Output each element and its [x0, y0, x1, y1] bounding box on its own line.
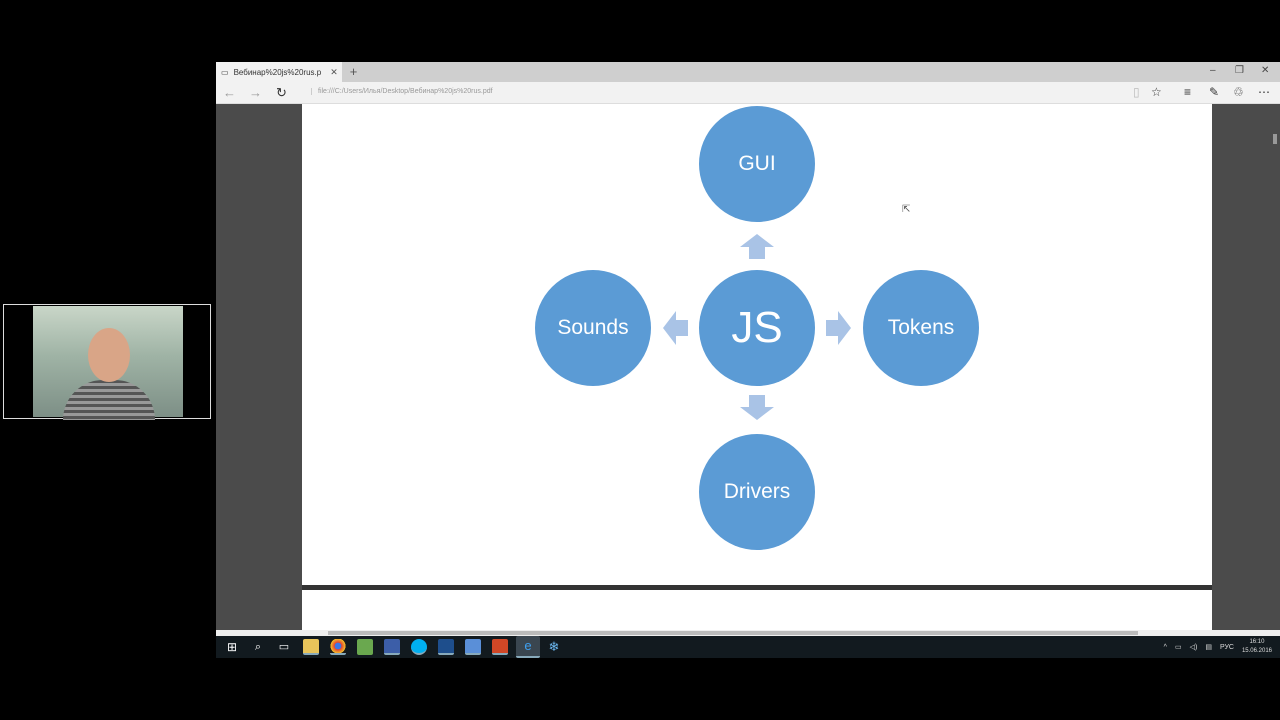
skype-icon[interactable] — [411, 639, 427, 655]
clock-time: 16:10 — [1249, 639, 1265, 645]
diagram-node-gui: GUI — [699, 106, 815, 222]
back-icon[interactable]: ← — [223, 85, 236, 100]
browser-window: ▭ Вебинар%20js%20rus.p ✕ + – ❐ ✕ ← → ↻ f… — [216, 62, 1280, 636]
forward-icon[interactable]: → — [249, 85, 262, 100]
diagram-node-js: JS — [699, 270, 815, 386]
diagram-node-drivers: Drivers — [699, 434, 815, 550]
photoshop-icon[interactable] — [438, 639, 454, 655]
hub-icon[interactable]: ≡ — [1184, 85, 1192, 99]
address-bar: ← → ↻ file:///C:/Users/Илья/Desktop/Веби… — [216, 82, 1280, 104]
start-windows-icon[interactable]: ⊞ — [226, 640, 238, 654]
network-icon[interactable]: ▭ — [1174, 644, 1182, 651]
file-explorer-icon[interactable] — [303, 639, 319, 655]
diagram-node-tokens: Tokens — [863, 270, 979, 386]
tab-strip: ▭ Вебинар%20js%20rus.p ✕ + — [216, 62, 357, 82]
clock-date: 15.06.2016 — [1241, 648, 1272, 654]
web-note-icon[interactable]: ✎ — [1209, 85, 1220, 99]
save-app-icon[interactable] — [384, 639, 400, 655]
new-tab-button[interactable]: + — [349, 64, 358, 79]
search-icon[interactable]: ⌕ — [254, 641, 262, 653]
language-indicator[interactable]: РУС — [1219, 643, 1234, 651]
tab-title: Вебинар%20js%20rus.p — [233, 67, 322, 77]
notepad-plus-icon[interactable] — [357, 639, 373, 655]
chrome-icon[interactable] — [330, 639, 346, 655]
pdf-page: GUI JS Sounds Tokens Drivers ⇱ — [302, 104, 1212, 585]
arrow-up — [740, 234, 774, 259]
mouse-cursor-icon: ⇱ — [902, 204, 911, 215]
show-hidden-icons[interactable]: ^ — [1163, 643, 1167, 651]
app-icon[interactable] — [465, 639, 481, 655]
reading-view-icon[interactable]: ▯ — [1133, 85, 1140, 99]
more-icon[interactable]: ⋯ — [1258, 85, 1270, 99]
arrow-down — [740, 395, 774, 420]
taskbar: ⊞ ⌕ ▭ e ❄ ^ ▭ ◁) ▤ РУС 16:10 15.06.2016 — [216, 636, 1280, 658]
minimize-button[interactable]: – — [1210, 65, 1216, 76]
vertical-scrollbar[interactable] — [1270, 104, 1280, 630]
powerpoint-icon[interactable] — [492, 639, 508, 655]
task-view-icon[interactable]: ▭ — [278, 641, 290, 653]
tab-bar: ▭ Вебинар%20js%20rus.p ✕ + – ❐ ✕ — [216, 62, 1280, 82]
refresh-icon[interactable]: ↻ — [276, 85, 287, 100]
tab-pdf[interactable]: ▭ Вебинар%20js%20rus.p ✕ — [216, 62, 342, 82]
arrow-right — [826, 311, 851, 345]
horizontal-scrollbar[interactable] — [216, 630, 1280, 636]
close-window-button[interactable]: ✕ — [1261, 65, 1270, 76]
system-tray: ^ ▭ ◁) ▤ РУС 16:10 15.06.2016 — [1164, 637, 1272, 657]
restore-button[interactable]: ❐ — [1235, 65, 1244, 76]
diagram-node-sounds: Sounds — [535, 270, 651, 386]
pdf-page-next — [302, 590, 1212, 630]
close-tab-icon[interactable]: ✕ — [330, 66, 338, 77]
webcam-video — [33, 306, 183, 420]
diagram-arrows — [663, 234, 851, 420]
page-separator — [302, 585, 1212, 590]
share-icon[interactable]: ♲ — [1233, 85, 1244, 99]
edge-icon[interactable]: e — [516, 636, 540, 658]
notifications-icon[interactable]: ▤ — [1205, 644, 1212, 651]
webcam-overlay — [3, 304, 211, 420]
clock[interactable]: 16:10 15.06.2016 — [1242, 638, 1272, 656]
volume-icon[interactable]: ◁) — [1189, 644, 1198, 651]
snowflake-app-icon[interactable]: ❄ — [548, 639, 560, 654]
arrow-left — [663, 311, 688, 345]
page-icon: ▭ — [221, 67, 229, 77]
favorite-star-icon[interactable]: ☆ — [1151, 85, 1162, 99]
url-field[interactable]: file:///C:/Users/Илья/Desktop/Вебинар%20… — [311, 88, 493, 95]
